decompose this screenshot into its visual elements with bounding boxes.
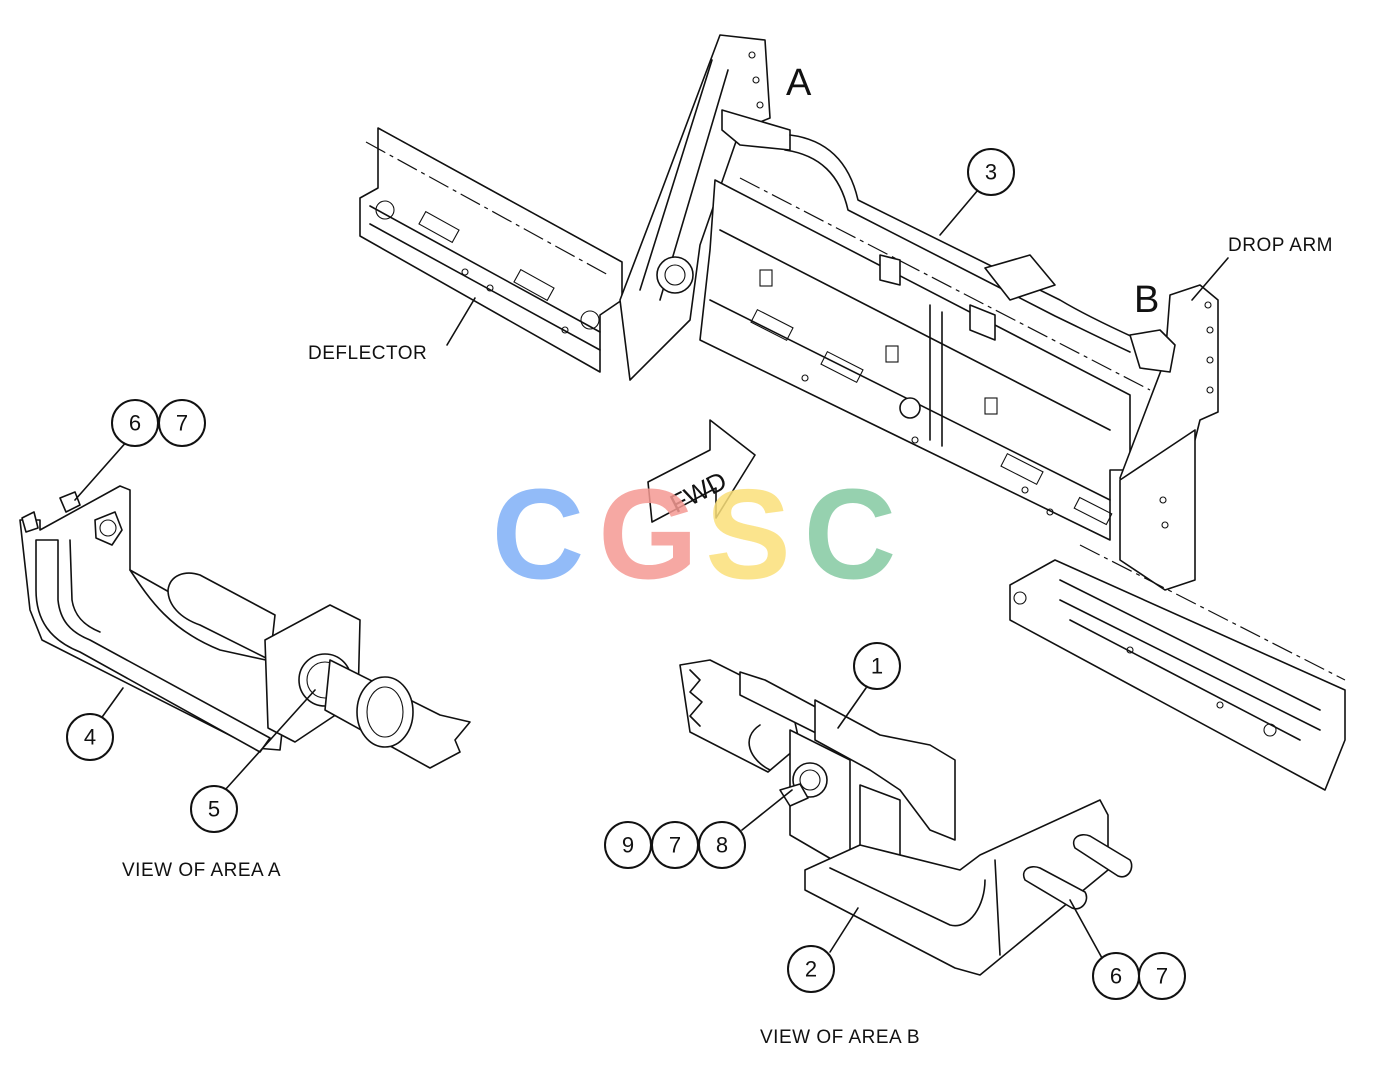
view-area-a-detail (19, 485, 471, 769)
callout-8-number: 8 (716, 833, 728, 858)
watermark-letter-c1: C (492, 464, 584, 607)
callout-7c: 7 (651, 821, 699, 869)
callout-3-number: 3 (985, 160, 997, 185)
cgsc-watermark-logo: C G S C (492, 464, 896, 607)
callout-3: 3 (967, 148, 1015, 196)
deflector-label: DEFLECTOR (308, 343, 427, 364)
callout-7b-number: 7 (1156, 964, 1168, 989)
callout-4: 4 (66, 713, 114, 761)
view-area-b-caption: VIEW OF AREA B (760, 1027, 920, 1048)
callout-1: 1 (853, 642, 901, 690)
watermark-letter-c2: C (804, 464, 896, 607)
callout-6a: 6 (111, 399, 159, 447)
callout-7a-number: 7 (176, 411, 188, 436)
callout-4-leader (99, 687, 124, 721)
view-area-b-detail (679, 659, 1133, 976)
callout-4-number: 4 (84, 725, 96, 750)
callout-7b: 7 (1138, 952, 1186, 1000)
callout-6a-number: 6 (129, 411, 141, 436)
callout-6b-leader (1069, 899, 1103, 959)
callout-9: 9 (604, 821, 652, 869)
drop-arm-label: DROP ARM (1228, 235, 1333, 256)
callout-2: 2 (787, 945, 835, 993)
callout-6b: 6 (1092, 952, 1140, 1000)
callout-7c-number: 7 (669, 833, 681, 858)
callout-5-number: 5 (208, 797, 220, 822)
deflector-leader (446, 297, 476, 346)
callout-8: 8 (698, 821, 746, 869)
area-b-letter: B (1134, 279, 1159, 321)
watermark-letter-s: S (705, 464, 790, 607)
callout-5-leader (224, 689, 316, 791)
callout-6a-leader (74, 439, 129, 501)
main-frame-assembly (359, 34, 1346, 791)
callout-9-number: 9 (622, 833, 634, 858)
callout-5: 5 (190, 785, 238, 833)
callout-1-number: 1 (871, 654, 883, 679)
area-a-letter: A (786, 62, 812, 104)
watermark-letter-g: G (598, 464, 698, 607)
callout-7a: 7 (158, 399, 206, 447)
callout-2-leader (829, 907, 859, 953)
callout-1-leader (837, 687, 867, 729)
callout-8-leader (741, 789, 793, 831)
callout-2-number: 2 (805, 957, 817, 982)
callout-3-leader (939, 189, 979, 236)
view-area-a-caption: VIEW OF AREA A (122, 860, 281, 881)
callout-6b-number: 6 (1110, 964, 1122, 989)
drop-arm-leader (1191, 257, 1229, 301)
